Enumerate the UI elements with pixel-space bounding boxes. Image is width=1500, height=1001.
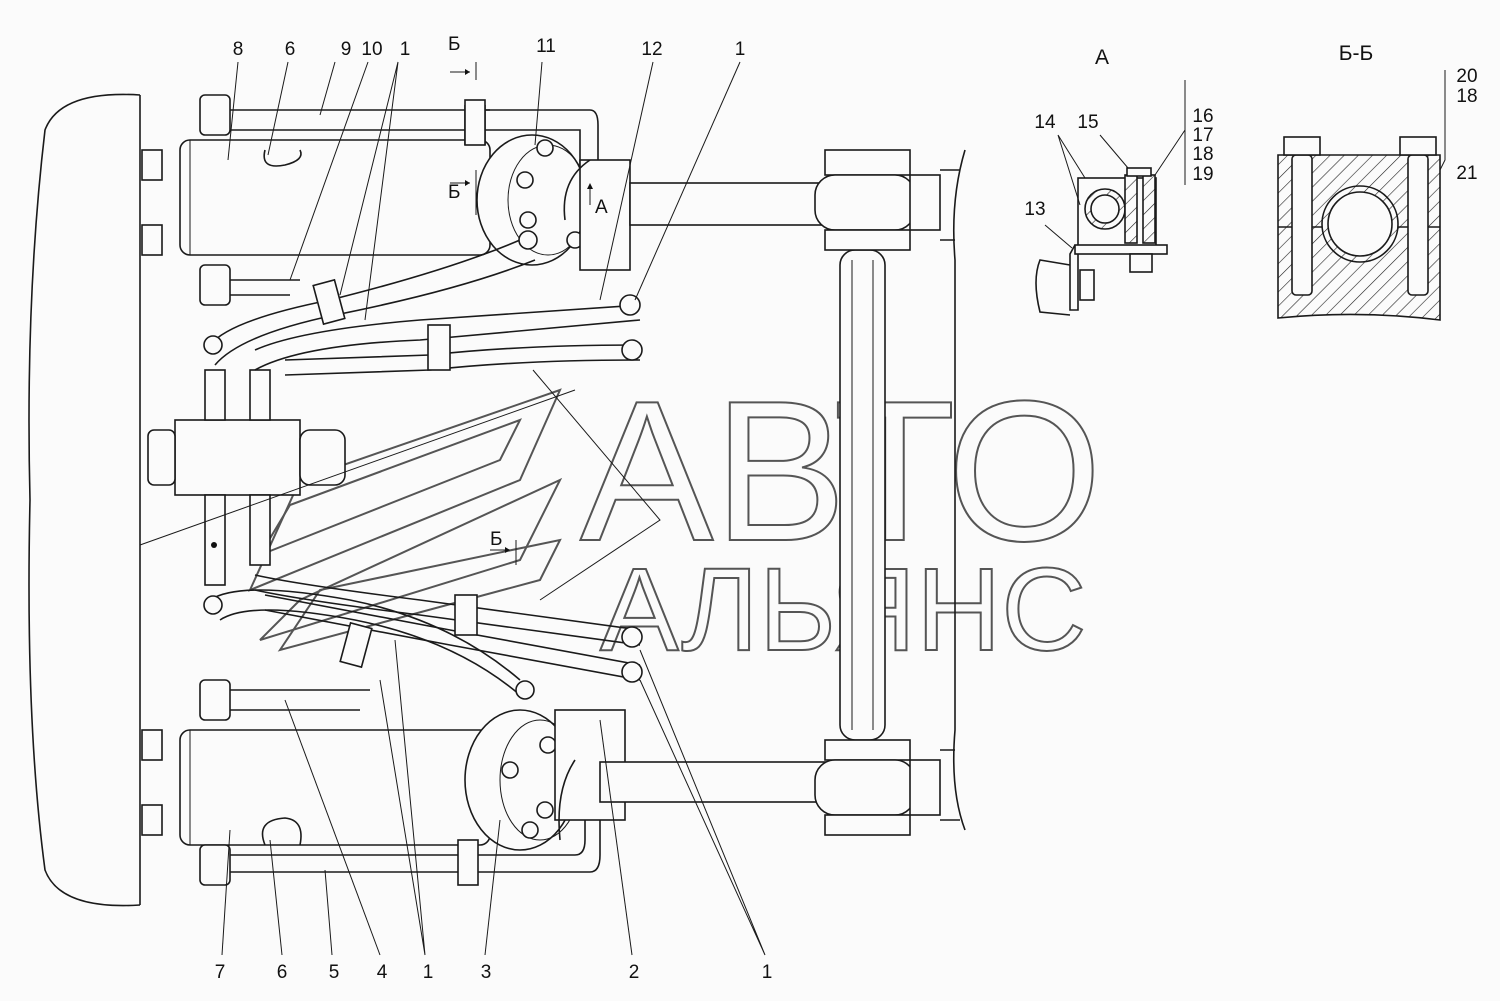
callout: 4: [377, 962, 388, 983]
callout: 15: [1077, 112, 1098, 133]
callout: 7: [215, 962, 226, 983]
callout: 9: [341, 39, 352, 60]
view-a-detail: А 14 15 13 16 17 18 19: [1024, 46, 1214, 316]
callout: 19: [1192, 164, 1213, 185]
callout: 2: [629, 962, 640, 983]
callout: 1: [400, 39, 411, 60]
section-bb-title: Б-Б: [1339, 42, 1374, 65]
watermark-logo: АВТО АЛЬЯНС: [248, 359, 1103, 677]
bottom-callouts: 7 6 5 4 1 3 2 1: [215, 962, 773, 983]
callout: 18: [1192, 144, 1213, 165]
callout: 12: [641, 39, 662, 60]
callout: 20: [1456, 66, 1477, 87]
callout: 1: [735, 39, 746, 60]
callout: 11: [536, 36, 556, 57]
axle-assembly: [599, 149, 966, 836]
callout: 3: [481, 962, 492, 983]
front-bumper: [28, 93, 163, 907]
callout: 13: [1024, 199, 1045, 220]
callout: 18: [1456, 86, 1477, 107]
hydraulic-hoses: [203, 230, 643, 700]
callout: 6: [277, 962, 288, 983]
callout: 14: [1034, 112, 1056, 133]
top-cylinder: [179, 94, 599, 306]
section-markers: Б Б Б А: [448, 34, 608, 565]
callout: 1: [762, 962, 773, 983]
callout: 8: [233, 39, 244, 60]
callout: 5: [329, 962, 340, 983]
control-valve-block: [147, 369, 346, 586]
callout: 16: [1192, 106, 1213, 127]
callout: 17: [1192, 125, 1213, 146]
top-actuator: [476, 134, 631, 271]
section-bb-detail: Б-Б 20 18 21: [1277, 42, 1478, 321]
callout: 1: [423, 962, 434, 983]
top-callouts: 8 6 9 10 1 11 12 1: [233, 36, 746, 60]
callout: 21: [1456, 163, 1477, 184]
callout: 6: [285, 39, 296, 60]
section-mark-b: Б: [448, 34, 460, 55]
view-a-title: А: [1095, 46, 1109, 69]
leader-lines: [139, 61, 1446, 956]
section-mark-b: Б: [448, 182, 460, 203]
section-mark-b: Б: [490, 529, 502, 550]
bottom-actuator: [464, 709, 626, 851]
bottom-cylinder: [179, 679, 601, 886]
view-mark-a: А: [595, 197, 608, 218]
callout: 10: [361, 39, 382, 60]
